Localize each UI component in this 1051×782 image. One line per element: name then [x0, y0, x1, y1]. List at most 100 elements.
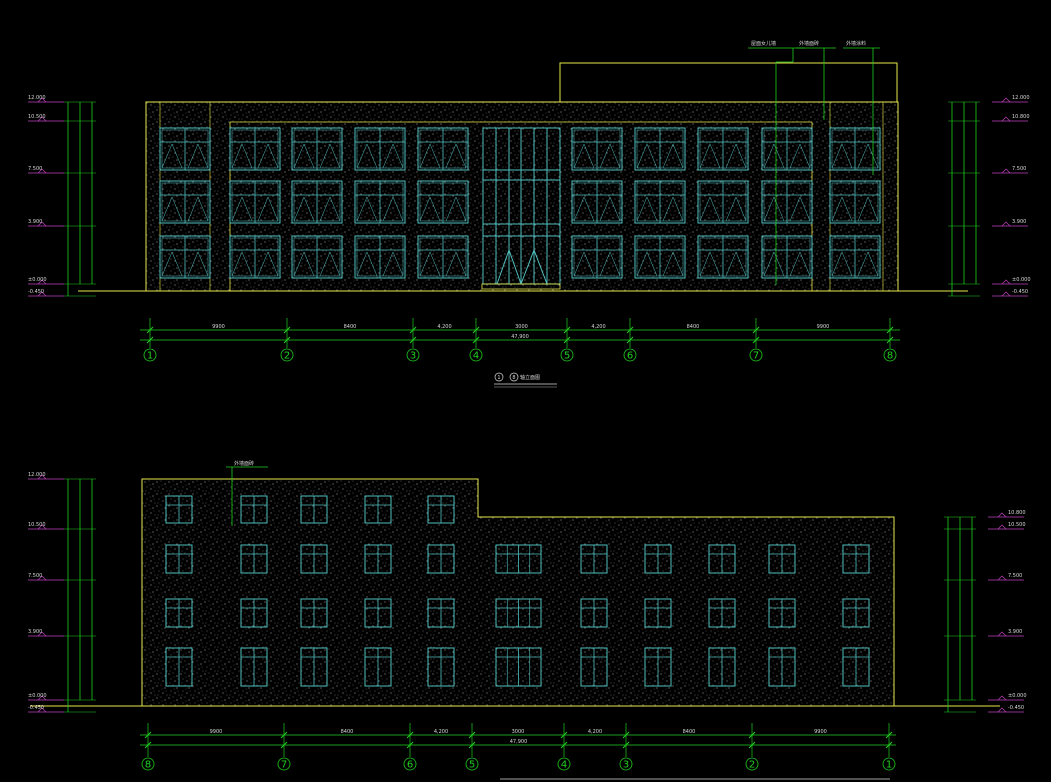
axis-bubble: [406, 348, 420, 362]
axis-label: 7: [753, 351, 759, 362]
window: [644, 598, 672, 628]
axis-bubble: [745, 757, 759, 771]
window: [229, 235, 281, 279]
window: [354, 235, 406, 279]
axis-bubble: [403, 757, 417, 771]
window: [165, 495, 193, 524]
level-label: 7.500: [1008, 573, 1022, 579]
level-label: 10.800: [1012, 114, 1030, 120]
window: [708, 647, 736, 687]
window: [768, 544, 796, 574]
front-roof-tower: [559, 62, 898, 103]
window: [495, 544, 542, 574]
window: [354, 127, 406, 171]
window: [842, 598, 870, 628]
span-dimension: 8400: [683, 729, 696, 735]
span-dimension: 9900: [210, 729, 223, 735]
window: [165, 598, 193, 628]
window: [240, 647, 268, 687]
level-label: -0.450: [28, 289, 44, 295]
window: [159, 180, 211, 224]
level-label: ±0.000: [28, 277, 47, 283]
axis-bubble: [469, 348, 483, 362]
front-title-text: 轴立面图: [520, 374, 540, 381]
window: [300, 598, 328, 628]
window: [571, 235, 623, 279]
span-dimension: 9900: [814, 729, 827, 735]
span-dimension: 4,200: [434, 729, 448, 735]
axis-label: 7: [281, 760, 287, 771]
level-label: 7.500: [28, 166, 42, 172]
window: [354, 180, 406, 224]
front-leader-note-2: 外墙面砖: [799, 40, 819, 47]
axis-bubble: [883, 348, 897, 362]
axis-label: 1: [886, 760, 892, 771]
window: [761, 180, 813, 224]
span-dimension: 8400: [687, 324, 700, 330]
span-dimension: 3000: [512, 729, 525, 735]
axis-label: 3: [410, 351, 416, 362]
front-elevation-title: 1 8 轴立面图: [494, 372, 557, 388]
window: [291, 127, 343, 171]
window: [240, 495, 268, 524]
window: [427, 544, 455, 574]
window: [571, 127, 623, 171]
window: [768, 598, 796, 628]
level-label: -0.450: [28, 705, 44, 711]
window: [580, 544, 608, 574]
window: [634, 180, 686, 224]
front-leader-note-1: 屋面女儿墙: [751, 40, 776, 47]
window: [495, 647, 542, 687]
window: [634, 235, 686, 279]
axis-bubble: [141, 757, 155, 771]
window: [364, 647, 392, 687]
level-label: 12.000: [28, 95, 46, 101]
rear-window-grid: [165, 495, 870, 687]
window: [768, 647, 796, 687]
total-dimension: 47,900: [510, 739, 528, 745]
window: [291, 180, 343, 224]
level-label: ±0.000: [1008, 693, 1027, 699]
level-label: 10.500: [28, 522, 46, 528]
window: [829, 180, 881, 224]
level-label: 12.000: [1012, 95, 1030, 101]
span-dimension: 9900: [817, 324, 830, 330]
window: [708, 544, 736, 574]
level-label: 7.500: [1012, 166, 1026, 172]
axis-bubble: [560, 348, 574, 362]
svg-text:1: 1: [497, 375, 500, 381]
window: [697, 180, 749, 224]
axis-bubble: [619, 757, 633, 771]
window: [159, 235, 211, 279]
window: [165, 647, 193, 687]
span-dimension: 8400: [344, 324, 357, 330]
window: [829, 235, 881, 279]
level-label: ±0.000: [1012, 277, 1031, 283]
span-dimension: 8400: [341, 729, 354, 735]
window: [761, 235, 813, 279]
front-leaders: [748, 47, 880, 285]
window: [364, 544, 392, 574]
axis-bubble: [623, 348, 637, 362]
axis-label: 6: [627, 351, 633, 362]
level-label: 10.500: [1008, 522, 1026, 528]
window: [229, 127, 281, 171]
axis-label: 8: [145, 760, 151, 771]
front-curtain-wall: [482, 127, 561, 285]
window: [697, 235, 749, 279]
axis-label: 4: [561, 760, 567, 771]
level-label: ±0.000: [28, 693, 47, 699]
axis-label: 8: [887, 351, 893, 362]
axis-label: 2: [749, 760, 755, 771]
level-label: 3.900: [28, 219, 42, 225]
window: [229, 180, 281, 224]
svg-text:8: 8: [512, 375, 515, 381]
axis-label: 6: [407, 760, 413, 771]
window: [829, 127, 881, 171]
level-label: 3.900: [1012, 219, 1026, 225]
level-label: 10.800: [1008, 510, 1026, 516]
